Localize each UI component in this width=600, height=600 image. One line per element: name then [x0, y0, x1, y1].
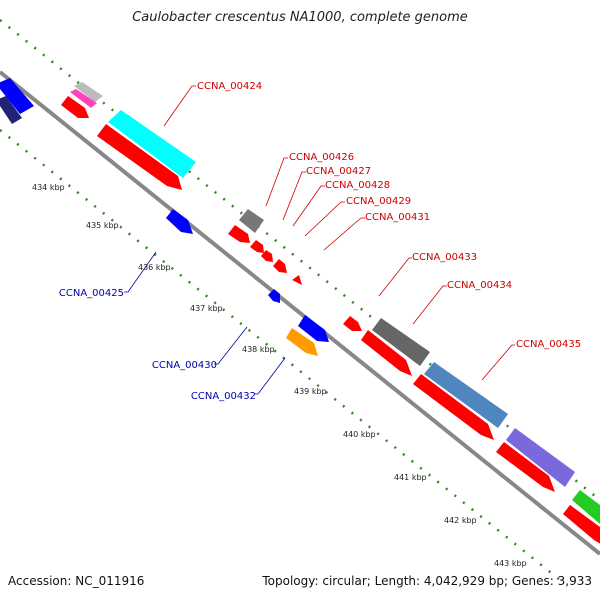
leader-line	[292, 185, 325, 227]
cog-block-purple	[506, 428, 575, 487]
tick-label: 438 kbp	[242, 345, 275, 354]
leader-line	[163, 85, 196, 127]
tick-label: 443 kbp	[494, 559, 527, 568]
forward-gene	[97, 124, 182, 190]
leader-line	[481, 344, 515, 381]
forward-gene	[292, 275, 302, 285]
accession-text: Accession: NC_011916	[8, 574, 145, 588]
forward-gene	[61, 96, 89, 118]
cog-block-navy	[0, 96, 22, 124]
cog-block-darkgray-1	[239, 209, 264, 233]
gene-label: CCNA_00429	[346, 196, 411, 207]
forward-gene	[273, 259, 287, 273]
gene-label: CCNA_00433	[412, 252, 477, 263]
map-title: Caulobacter crescentus NA1000, complete …	[132, 10, 468, 25]
forward-gene-labels: CCNA_00424 CCNA_00426 CCNA_00427 CCNA_00…	[163, 81, 581, 381]
cog-block-pink	[70, 89, 97, 108]
cog-track	[0, 78, 600, 524]
gene-label: CCNA_00435	[516, 339, 581, 350]
reverse-gene	[268, 289, 280, 303]
forward-gene-track	[61, 96, 600, 544]
gene-label: CCNA_00428	[325, 180, 390, 191]
forward-gene	[361, 330, 412, 376]
forward-gene	[228, 225, 250, 243]
leader-line	[412, 285, 447, 325]
tick-label: 437 kbp	[190, 304, 223, 313]
cog-block-darkgray-2	[372, 318, 430, 366]
forward-gene	[496, 442, 555, 492]
tick-label: 441 kbp	[394, 473, 427, 482]
leader-line	[254, 357, 286, 395]
leader-line	[304, 201, 345, 237]
leader-line	[124, 251, 157, 293]
forward-gene	[343, 316, 362, 331]
cog-block-green	[572, 490, 600, 524]
cog-block-gray	[74, 82, 103, 102]
leader-line	[282, 171, 306, 221]
reverse-gene-labels: CCNA_00425 CCNA_00430 CCNA_00432	[59, 251, 286, 402]
gene-label: CCNA_00431	[365, 212, 430, 223]
cog-block-cyan	[108, 110, 196, 178]
cog-block-steelblue	[424, 362, 508, 428]
forward-gene	[563, 505, 600, 544]
reverse-gene	[166, 209, 193, 234]
leader-line	[378, 257, 412, 297]
inner-dot-track	[0, 129, 561, 581]
gene-label: CCNA_00434	[447, 280, 512, 291]
tick-label: 436 kbp	[138, 263, 171, 272]
leader-line	[214, 326, 248, 365]
gene-label: CCNA_00426	[289, 152, 354, 163]
gene-label: CCNA_00432	[191, 391, 256, 402]
reverse-gene	[298, 315, 329, 342]
genome-backbone	[0, 70, 600, 556]
gene-label: CCNA_00430	[152, 360, 217, 371]
tick-labels: 434 kbp 435 kbp 436 kbp 437 kbp 438 kbp …	[32, 183, 527, 568]
reverse-gene-orange	[286, 328, 318, 356]
genome-stats-text: Topology: circular; Length: 4,042,929 bp…	[262, 574, 592, 588]
leader-line	[323, 217, 365, 251]
forward-gene	[413, 374, 494, 440]
forward-gene	[250, 240, 264, 253]
forward-gene	[261, 250, 273, 262]
gene-label: CCNA_00424	[197, 81, 262, 92]
tick-label: 435 kbp	[86, 221, 119, 230]
gene-label: CCNA_00427	[306, 166, 371, 177]
tick-label: 442 kbp	[444, 516, 477, 525]
leader-line	[265, 157, 288, 207]
reverse-gene-track	[166, 209, 329, 356]
tick-label: 434 kbp	[32, 183, 65, 192]
gene-label: CCNA_00425	[59, 288, 124, 299]
tick-label: 439 kbp	[294, 387, 327, 396]
tick-label: 440 kbp	[343, 430, 376, 439]
cog-block-blue	[0, 78, 34, 114]
